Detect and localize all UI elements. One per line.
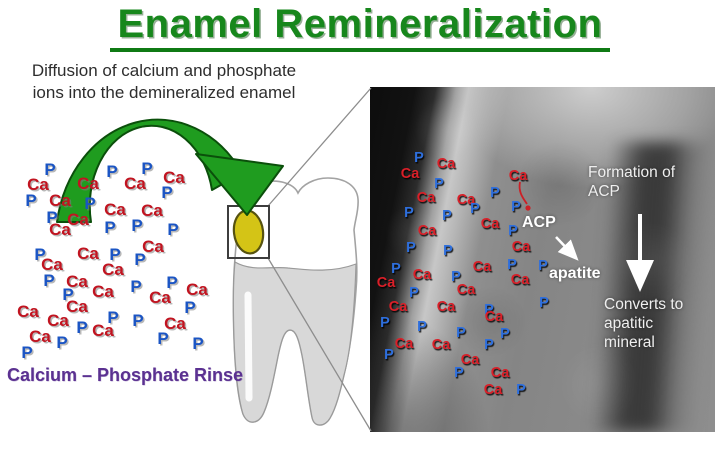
calcium-ion-label: Ca: [104, 200, 126, 219]
phosphate-ion-label: P: [141, 159, 153, 178]
zoom-connector-top: [267, 87, 372, 207]
phosphate-ion-label: P: [166, 273, 178, 292]
calcium-ion-label: Ca: [66, 272, 88, 291]
phosphate-ion-label: P: [107, 308, 119, 327]
diffusion-arrow-band: [56, 118, 243, 223]
phosphate-ion-label: P: [134, 250, 146, 269]
phosphate-ion-label: P: [21, 343, 33, 362]
diffusion-arrow-head-icon: [195, 153, 284, 216]
lesion-spot: [232, 209, 265, 255]
phosphate-ion-label: P: [131, 216, 143, 235]
calcium-ion-label: Ca: [124, 174, 146, 193]
xray-panel: [370, 87, 715, 432]
phosphate-ion-label: P: [130, 277, 142, 296]
phosphate-ion-label: P: [192, 334, 204, 353]
slide-title: Enamel Remineralization: [109, 2, 611, 52]
phosphate-ion-label: P: [62, 285, 74, 304]
calcium-ion-label: Ca: [49, 191, 71, 210]
phosphate-ion-label: P: [109, 245, 121, 264]
rinse-label: Calcium – Phosphate Rinse: [7, 365, 244, 385]
apatite-label: apatite: [549, 265, 601, 282]
tooth-outline: [232, 177, 359, 426]
phosphate-ion-label: P: [44, 160, 56, 179]
calcium-ion-label: Ca: [186, 280, 208, 299]
calcium-ion-label: Ca: [77, 244, 99, 263]
phosphate-ion-label: P: [167, 220, 179, 239]
calcium-ion-label: Ca: [47, 311, 69, 330]
phosphate-ion-label: P: [34, 245, 46, 264]
tooth-dentin: [232, 261, 357, 426]
calcium-ion-label: Ca: [142, 237, 164, 256]
calcium-ion-label: Ca: [27, 175, 49, 194]
calcium-ion-label: Ca: [77, 174, 99, 193]
xray-shadow-region: [370, 87, 715, 432]
calcium-ion-label: Ca: [49, 220, 71, 239]
phosphate-ion-label: P: [43, 271, 55, 290]
phosphate-ion-label: P: [157, 329, 169, 348]
phosphate-ion-label: P: [161, 183, 173, 202]
phosphate-ion-label: P: [76, 318, 88, 337]
phosphate-ion-label: P: [46, 208, 58, 227]
calcium-ion-label: Ca: [92, 282, 114, 301]
calcium-ion-label: Ca: [141, 201, 163, 220]
calcium-ion-label: Ca: [66, 297, 88, 316]
lesion-box: [227, 205, 270, 259]
phosphate-ion-label: P: [184, 298, 196, 317]
converts-to-apatitic-label: Converts to apatitic mineral: [604, 296, 684, 351]
calcium-ion-label: Ca: [92, 321, 114, 340]
phosphate-ion-label: P: [106, 162, 118, 181]
phosphate-ion-label: P: [56, 333, 68, 352]
acp-label: ACP: [522, 214, 556, 231]
phosphate-ion-label: P: [84, 194, 96, 213]
calcium-ion-label: Ca: [164, 314, 186, 333]
formation-of-acp-label: Formation of ACP: [588, 164, 676, 200]
calcium-ion-label: Ca: [67, 210, 89, 229]
phosphate-ion-label: P: [104, 218, 116, 237]
calcium-ion-label: Ca: [29, 327, 51, 346]
calcium-ion-label: Ca: [149, 288, 171, 307]
phosphate-ion-label: P: [25, 191, 37, 210]
xray-texture: [370, 87, 715, 432]
calcium-ion-label: Ca: [41, 255, 63, 274]
subtitle-text: Diffusion of calcium and phosphate ions …: [31, 61, 297, 102]
root-highlight: [244, 291, 253, 402]
title-wrap: Enamel Remineralization: [0, 2, 720, 52]
calcium-ion-label: Ca: [163, 168, 185, 187]
phosphate-ion-label: P: [132, 311, 144, 330]
calcium-ion-label: Ca: [102, 260, 124, 279]
calcium-ion-label: Ca: [17, 302, 39, 321]
zoom-connector-bottom: [267, 257, 372, 432]
